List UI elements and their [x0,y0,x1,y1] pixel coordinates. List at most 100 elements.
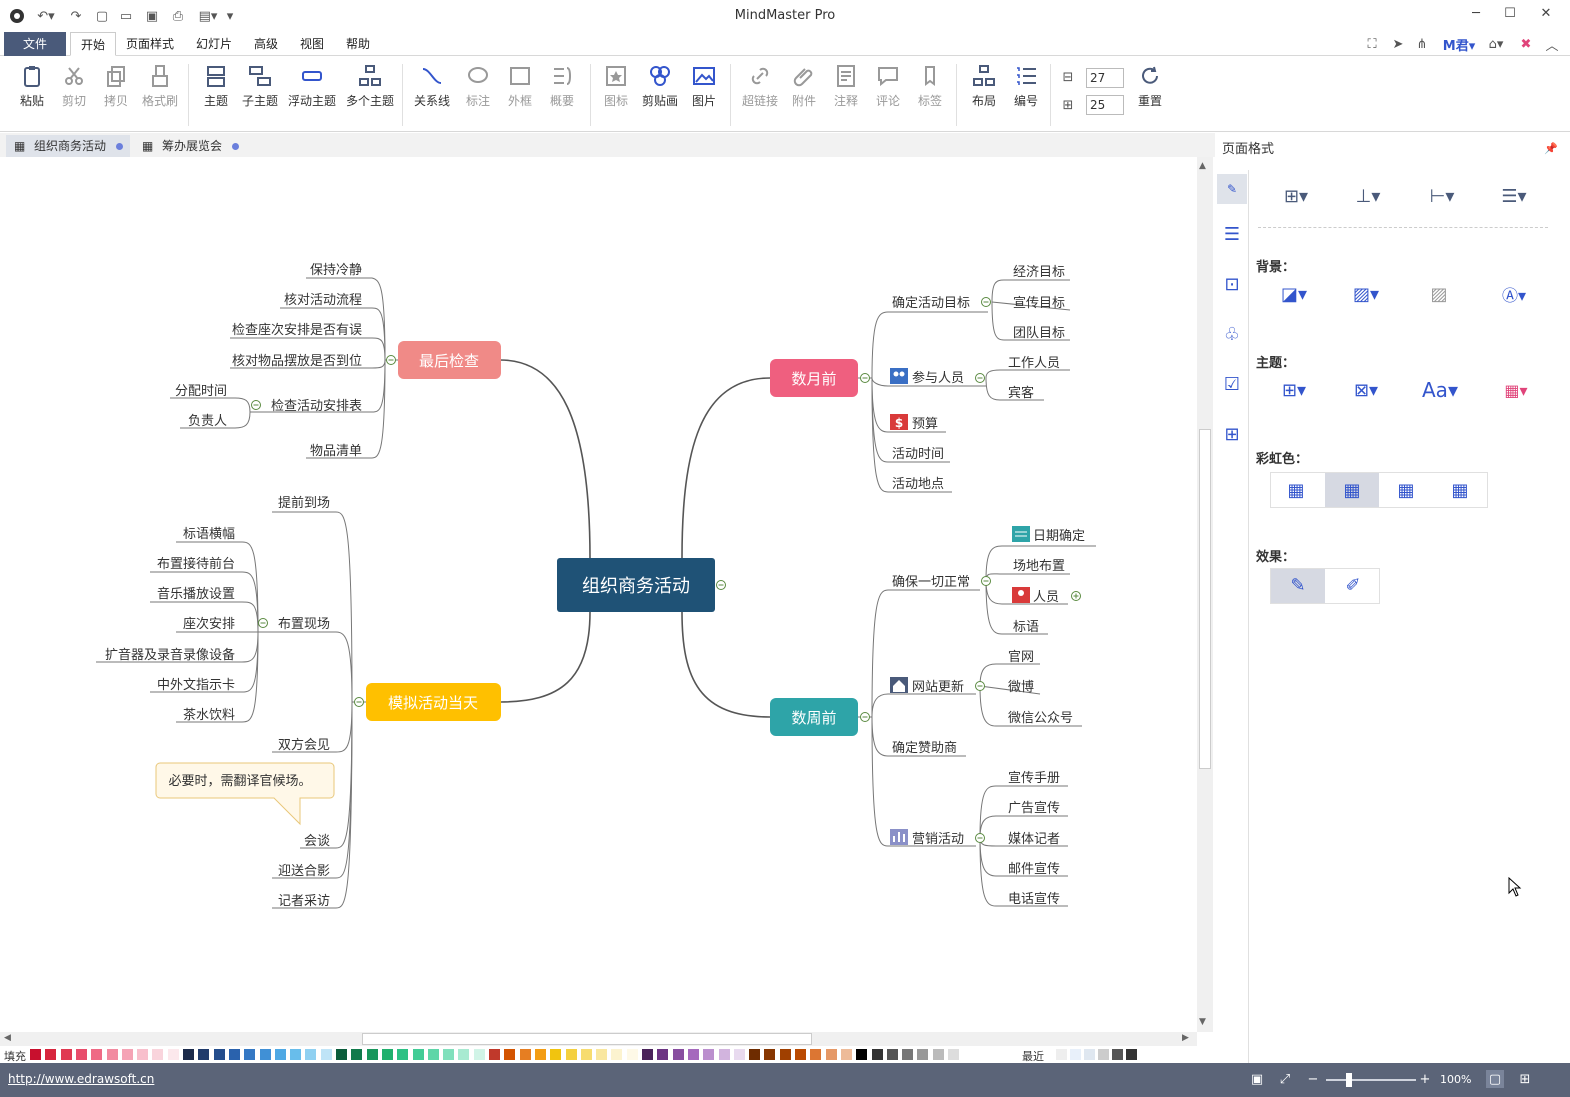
menu-home[interactable]: 开始 [70,32,117,56]
zoom-slider-thumb[interactable] [1346,1073,1352,1087]
color-swatch[interactable] [733,1049,745,1060]
node-publicity-goal[interactable]: 宣传目标 [1013,295,1065,311]
color-swatch[interactable] [427,1049,439,1060]
color-swatch[interactable] [458,1049,470,1060]
color-swatch[interactable] [963,1049,975,1060]
zoom-out-icon[interactable]: − [1307,1071,1319,1087]
color-swatch[interactable] [580,1049,592,1060]
color-swatch[interactable] [183,1049,194,1060]
icon-button[interactable]: 图标 [594,64,638,122]
node-participants[interactable]: 参与人员 [912,370,964,386]
color-swatch[interactable] [45,1049,57,1060]
recent-color-swatch[interactable] [1084,1049,1095,1060]
task-tool-icon[interactable]: ☑ [1223,374,1241,395]
redo-icon[interactable]: ↷ [70,8,82,24]
node-slogan[interactable]: 标语 [1013,620,1039,635]
scroll-down-icon[interactable]: ▼ [1199,1017,1206,1027]
node-economic-goal[interactable]: 经济目标 [1013,265,1065,280]
send-icon[interactable]: ➤ [1392,36,1404,52]
color-swatch[interactable] [810,1049,822,1060]
rainbow-selected[interactable] [1325,473,1379,507]
open-folder-icon[interactable]: ▭ [119,8,133,24]
fullscreen-icon[interactable]: ⛶ [1367,36,1377,52]
customize-icon[interactable]: ▾ [226,8,234,24]
split-view-icon[interactable]: ⊞ [1519,1071,1531,1087]
page-format-tool-icon[interactable]: ✎ [1217,174,1247,204]
fit-page-icon[interactable]: ▣ [1250,1071,1264,1087]
node-venue-layout[interactable]: 场地布置 [1013,559,1065,574]
node-check-items[interactable]: 核对物品摆放是否到位 [232,354,362,369]
recent-color-swatch[interactable] [1112,1049,1123,1060]
paste-button[interactable]: 粘贴 [10,64,54,122]
scroll-up-icon[interactable]: ▲ [1199,161,1206,171]
effect-handdrawn-icon[interactable]: ✐ [1345,575,1361,596]
layout-button[interactable]: 布局 [962,64,1006,122]
attachment-button[interactable]: 附件 [782,64,826,122]
color-swatch[interactable] [764,1049,776,1060]
multi-topic-button[interactable]: 多个主题 [344,64,396,122]
numbering-button[interactable]: 编号 [1004,64,1048,122]
color-swatch[interactable] [825,1049,837,1060]
node-music-setup[interactable]: 音乐播放设置 [157,586,235,602]
final-check-topic[interactable] [398,341,501,379]
node-check-schedule[interactable]: 检查活动安排表 [271,399,362,414]
day-of-topic[interactable] [366,683,501,721]
clipart-button[interactable]: 剪贴画 [638,64,682,122]
color-swatch[interactable] [443,1049,455,1060]
node-official-site[interactable]: 官网 [1008,649,1034,665]
weeks-before-topic[interactable] [770,698,858,736]
node-staff[interactable]: 工作人员 [1008,356,1060,371]
export-icon[interactable]: ▤▾ [198,8,218,24]
color-swatch[interactable] [30,1049,41,1060]
node-seating[interactable]: 座次安排 [183,616,235,632]
summary-button[interactable]: 概要 [540,64,584,122]
save-icon[interactable]: ▣ [145,8,159,24]
recent-color-swatch[interactable] [1070,1049,1081,1060]
color-swatch[interactable] [320,1049,332,1060]
clipart-tool-icon[interactable]: ♧ [1223,324,1241,345]
rainbow-alt-icon[interactable]: ▦ [1451,479,1469,501]
color-swatch[interactable] [91,1049,103,1060]
watermark-icon[interactable]: Ⓐ▾ [1501,286,1527,305]
node-stay-calm[interactable]: 保持冷静 [310,263,362,278]
color-swatch[interactable] [489,1049,500,1060]
slide-tool-icon[interactable]: ⊞ [1224,424,1240,445]
color-swatch[interactable] [626,1049,638,1060]
color-swatch[interactable] [213,1049,225,1060]
center-topic[interactable] [557,558,715,612]
relationship-button[interactable]: 关系线 [410,64,454,122]
color-swatch[interactable] [137,1049,149,1060]
color-swatch[interactable] [703,1049,715,1060]
color-swatch[interactable] [290,1049,302,1060]
note-button[interactable]: 注释 [824,64,868,122]
close-icon[interactable]: ✕ [1540,6,1552,21]
tab-organize-business-event[interactable]: ▦ 组织商务活动 [6,135,130,157]
tag-button[interactable]: 标签 [908,64,952,122]
node-audio-equipment[interactable]: 扩音器及录音录像设备 [105,647,235,663]
node-brochure[interactable]: 宣传手册 [1008,770,1060,786]
font-icon[interactable]: Aa▾ [1422,378,1458,402]
background-color-icon[interactable]: ◪▾ [1280,283,1308,305]
node-ensure-all-ok[interactable]: 确保一切正常 [892,575,970,590]
app-logo-icon[interactable] [8,7,26,25]
undo-icon[interactable]: ↶▾ [37,8,55,24]
collapse-ribbon-icon[interactable]: ︿ [1545,38,1559,54]
node-talks[interactable]: 会谈 [304,834,330,849]
color-swatch[interactable] [672,1049,684,1060]
color-swatch[interactable] [611,1049,623,1060]
menu-file[interactable]: 文件 [4,32,66,56]
color-swatch[interactable] [106,1049,118,1060]
list-layout-icon[interactable]: ☰▾ [1501,185,1527,207]
color-swatch[interactable] [565,1049,577,1060]
node-website-update[interactable]: 网站更新 [912,679,964,695]
color-swatch[interactable] [917,1049,929,1060]
new-file-icon[interactable]: ▢ [95,8,109,24]
floating-topic-button[interactable]: 浮动主题 [286,64,338,122]
account-icon[interactable]: M君▾ [1442,38,1476,54]
color-swatch[interactable] [198,1049,210,1060]
color-swatch[interactable] [412,1049,424,1060]
effect-normal-icon[interactable]: ✎ [1271,569,1325,603]
node-banners[interactable]: 标语横幅 [183,527,235,542]
node-set-goals[interactable]: 确定活动目标 [892,296,970,311]
node-event-place[interactable]: 活动地点 [892,477,944,492]
